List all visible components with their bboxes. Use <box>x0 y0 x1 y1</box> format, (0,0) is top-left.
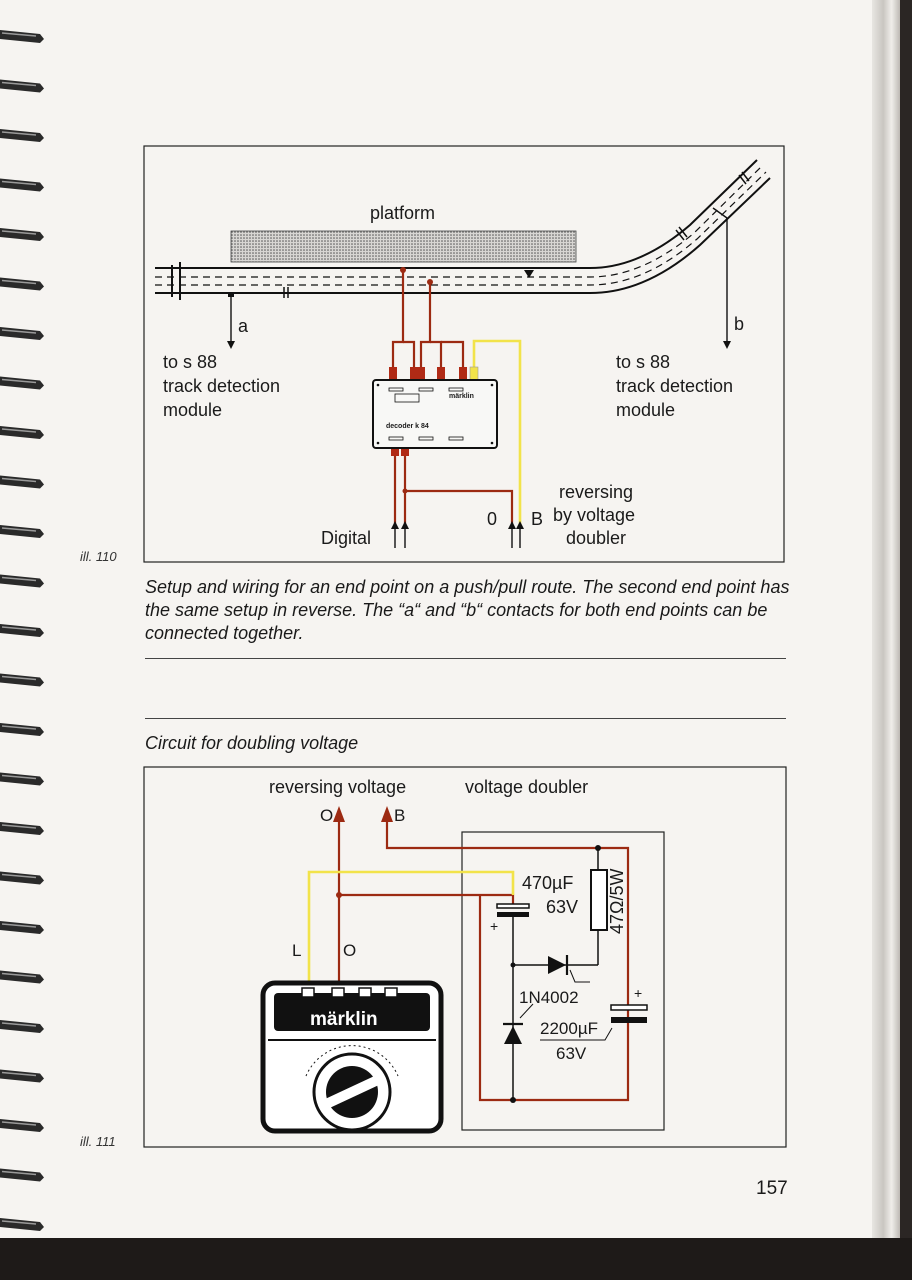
s88-left-line2: track detection <box>163 376 281 396</box>
track-rail-bottom <box>155 177 771 294</box>
terminal-O-label: O <box>320 806 334 825</box>
spiral-highlight <box>1 725 37 730</box>
platform-block <box>230 230 577 263</box>
spiral-highlight <box>1 527 37 532</box>
reversing-line3: doubler <box>566 528 627 548</box>
spiral-highlight <box>1 32 37 37</box>
track-insulators <box>283 171 750 298</box>
spiral-highlight <box>1 1121 37 1126</box>
rule-2 <box>145 718 786 719</box>
spiral-highlight <box>1 873 37 879</box>
spiral-highlight <box>1 230 37 235</box>
cap1-voltage: 63V <box>546 897 579 917</box>
s88-right-line3: module <box>616 400 676 420</box>
page-stack-edge <box>872 0 900 1240</box>
decoder-k84 <box>372 379 498 449</box>
spiral-binding <box>0 30 44 1231</box>
track-center-dashed-2 <box>155 171 767 286</box>
spiral-highlight <box>1 1220 37 1225</box>
s88-right-line2: track detection <box>616 376 734 396</box>
spiral-highlight <box>1 626 37 631</box>
figure-110-frame <box>143 145 785 563</box>
terminal-L-label: L <box>292 941 302 960</box>
yellow-wire <box>472 339 522 528</box>
spiral-highlight <box>1 131 37 136</box>
terminal-0-label: 0 <box>487 509 498 529</box>
spiral-highlight <box>1 1071 37 1077</box>
decoder-brand: märklin <box>449 393 474 400</box>
spiral-highlight <box>1 824 37 829</box>
plus2: + <box>634 985 643 1001</box>
spiral-highlight <box>1 81 37 87</box>
circuit-title: Circuit for doubling voltage <box>145 733 359 753</box>
track-rail-top <box>155 159 758 269</box>
s88-left-line3: module <box>163 400 223 420</box>
terminal-B-label-111: B <box>394 806 406 825</box>
cap2-value: 2200µF <box>540 1019 598 1038</box>
spiral-highlight <box>1 1170 37 1176</box>
s88-left-line1: to s 88 <box>163 352 218 372</box>
spiral-highlight <box>1 477 37 483</box>
transformer-brand: märklin <box>310 1009 378 1030</box>
spiral-highlight <box>1 279 37 285</box>
s88-right-line1: to s 88 <box>616 352 671 372</box>
diode-2 <box>504 1026 522 1044</box>
plus1: + <box>490 918 499 934</box>
spiral-highlight <box>1 180 37 186</box>
diode-1 <box>548 956 566 974</box>
figure-111-frame <box>143 766 787 1148</box>
terminal-B-label: B <box>531 509 544 529</box>
figure-111-label: ill. 111 <box>80 1134 116 1149</box>
resistor-label: 47Ω/5W <box>607 868 627 934</box>
spiral-highlight <box>1 378 37 384</box>
spiral-highlight <box>1 923 37 928</box>
diode-label: 1N4002 <box>519 988 579 1007</box>
spiral-highlight <box>1 428 37 433</box>
reversing-voltage-label: reversing voltage <box>269 777 407 797</box>
reversing-line2: by voltage <box>553 505 636 525</box>
track-center-dashed-1 <box>155 165 763 278</box>
spiral-highlight <box>1 329 37 334</box>
spiral-highlight <box>1 1022 37 1027</box>
doubler-box <box>461 831 665 1131</box>
contact-a-label: a <box>238 316 249 336</box>
buffer-stop <box>166 262 186 300</box>
bottom-shadow <box>0 1238 912 1280</box>
page-number: 157 <box>756 1178 788 1199</box>
marklin-transformer <box>260 980 444 1134</box>
input-arrows <box>391 521 524 529</box>
rule-1 <box>145 658 786 659</box>
reversing-line1: reversing <box>559 482 634 502</box>
contact-b-label: b <box>734 314 745 334</box>
terminal-O2-label: O <box>343 941 357 960</box>
figure-110-label: ill. 110 <box>80 549 117 564</box>
spiral-highlight <box>1 774 37 780</box>
digital-label: Digital <box>321 528 372 548</box>
spiral-highlight <box>1 675 37 681</box>
spiral-highlight <box>1 576 37 582</box>
resistor-symbol <box>590 869 608 931</box>
platform-label: platform <box>370 203 436 223</box>
decoder-name: decoder k 84 <box>386 423 429 430</box>
figure-110-caption: Setup and wiring for an end point on a p… <box>145 577 790 643</box>
voltage-doubler-label: voltage doubler <box>465 777 589 797</box>
decoder-track-wires <box>391 270 514 528</box>
track-marker <box>524 270 534 278</box>
cap1-value: 470µF <box>522 873 574 893</box>
cap2-voltage: 63V <box>556 1044 587 1063</box>
spiral-highlight <box>1 972 37 978</box>
